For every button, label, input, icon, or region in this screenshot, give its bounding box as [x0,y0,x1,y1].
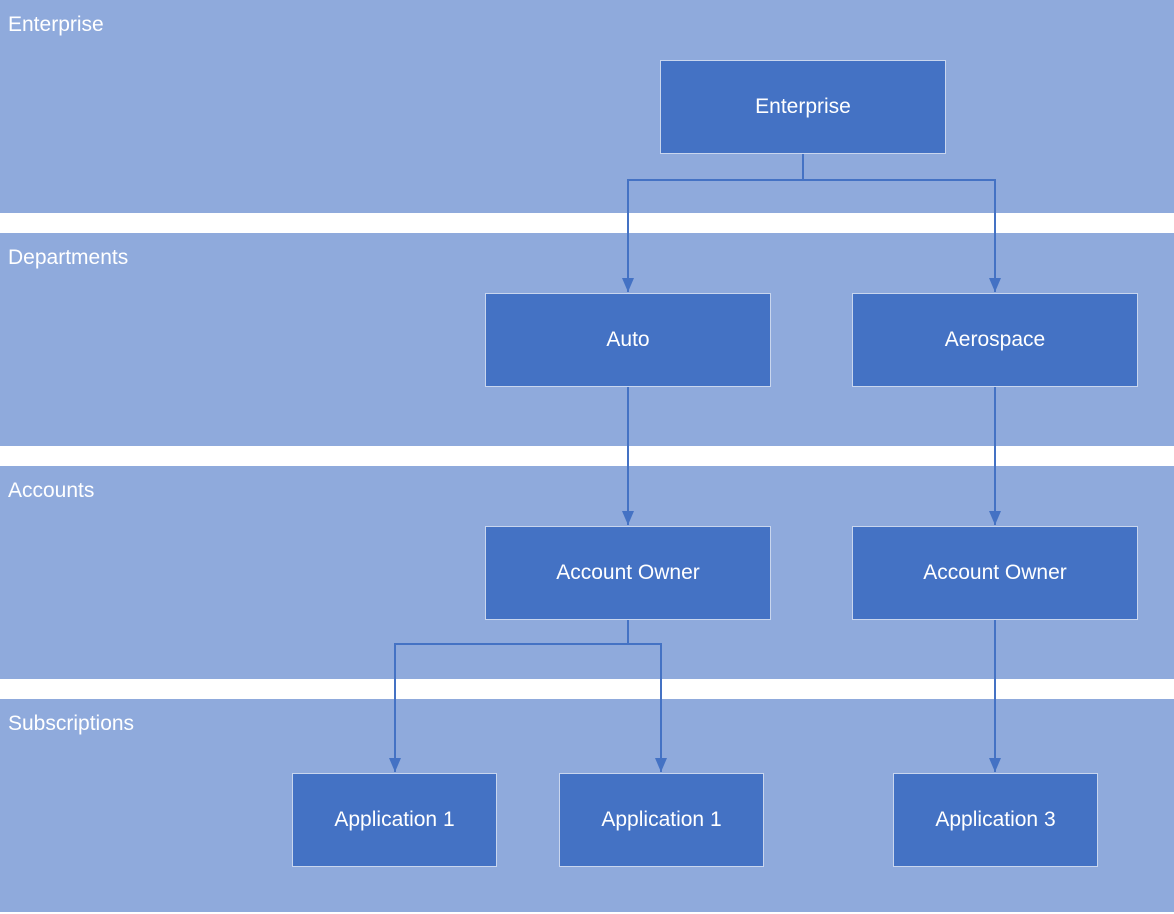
band-label-subscriptions: Subscriptions [8,712,135,735]
band-enterprise: Enterprise [0,0,1174,213]
band-label-departments: Departments [8,246,129,269]
node-account-owner-auto: Account Owner [485,526,771,620]
band-label-enterprise: Enterprise [8,13,104,36]
node-application-1b-label: Application 1 [601,808,722,831]
band-label-accounts: Accounts [8,479,95,502]
node-enterprise-label: Enterprise [755,95,851,118]
node-auto-label: Auto [606,328,650,351]
node-account-owner-aerospace: Account Owner [852,526,1138,620]
node-account-owner-auto-label: Account Owner [556,561,700,584]
node-application-3: Application 3 [893,773,1098,867]
node-application-1b: Application 1 [559,773,764,867]
node-account-owner-aerospace-label: Account Owner [923,561,1067,584]
node-aerospace: Aerospace [852,293,1138,387]
node-enterprise: Enterprise [660,60,946,154]
node-application-1a-label: Application 1 [334,808,455,831]
node-application-3-label: Application 3 [935,808,1056,831]
node-auto: Auto [485,293,771,387]
node-application-1a: Application 1 [292,773,497,867]
node-aerospace-label: Aerospace [944,328,1046,351]
